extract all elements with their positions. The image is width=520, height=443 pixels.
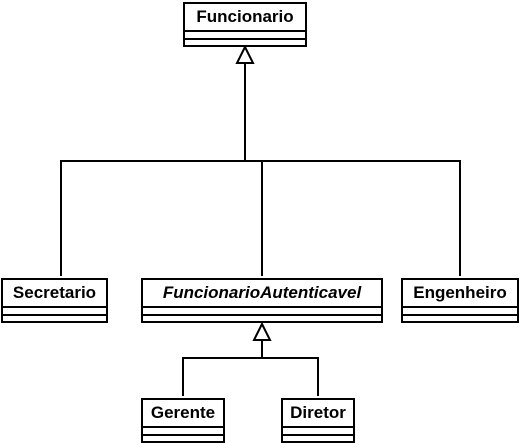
attributes-compartment: [3, 306, 106, 314]
operations-compartment: [3, 314, 106, 321]
operations-compartment: [143, 434, 223, 441]
class-box-diretor[interactable]: Diretor: [281, 398, 355, 443]
generalization-arrowhead: [252, 321, 272, 341]
class-name: Funcionario: [196, 7, 294, 26]
attributes-compartment: [143, 426, 223, 434]
attributes-compartment: [143, 306, 381, 314]
edge-engenheiro-funcionario: [245, 160, 461, 276]
class-name: Secretario: [12, 283, 97, 302]
attributes-compartment: [283, 426, 353, 434]
class-box-funcionarioautenticavel[interactable]: FuncionarioAutenticavel: [141, 278, 383, 323]
edge-gerente-funcionarioautenticavel: [182, 357, 262, 396]
edge-diretor-funcionarioautenticavel: [262, 357, 319, 396]
class-box-gerente[interactable]: Gerente: [141, 398, 225, 443]
class-name: Engenheiro: [413, 283, 507, 302]
operations-compartment: [143, 314, 381, 321]
class-name: Gerente: [150, 403, 216, 422]
generalization-arrowhead: [235, 44, 255, 64]
operations-compartment: [185, 38, 305, 45]
class-name: FuncionarioAutenticavel: [162, 283, 362, 302]
class-box-secretario[interactable]: Secretario: [1, 278, 108, 323]
attributes-compartment: [185, 30, 305, 38]
operations-compartment: [403, 314, 517, 321]
class-box-funcionario[interactable]: Funcionario: [183, 2, 307, 47]
operations-compartment: [283, 434, 353, 441]
class-name: Diretor: [290, 403, 346, 422]
class-box-engenheiro[interactable]: Engenheiro: [401, 278, 519, 323]
edge-secretario-funcionario: [60, 160, 245, 276]
attributes-compartment: [403, 306, 517, 314]
